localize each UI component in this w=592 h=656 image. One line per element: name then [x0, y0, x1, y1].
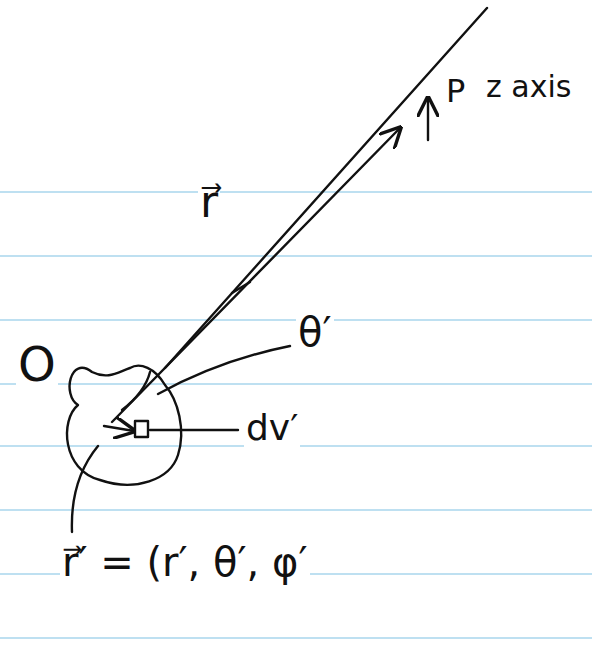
vector-r-prime	[104, 426, 134, 431]
axis-label: z axis	[484, 70, 573, 103]
leader-line	[158, 346, 290, 394]
point-label: P	[444, 74, 467, 109]
volume-label: dv′	[244, 408, 300, 448]
tick-mark	[232, 282, 250, 293]
vector-r	[112, 128, 400, 422]
angle-label: θ′	[296, 310, 334, 354]
origin-label: O	[16, 338, 58, 391]
coordinate-label: r⃗′ = (r′, θ′, φ′	[60, 540, 310, 584]
point-marker	[427, 98, 429, 140]
leader-line	[72, 446, 98, 532]
ruled-lines	[0, 192, 592, 638]
angle-arc	[122, 372, 150, 410]
leader-line	[150, 429, 238, 431]
z-axis-line	[165, 8, 487, 368]
vector-label: r⃗	[198, 178, 220, 226]
volume-element	[135, 421, 148, 437]
